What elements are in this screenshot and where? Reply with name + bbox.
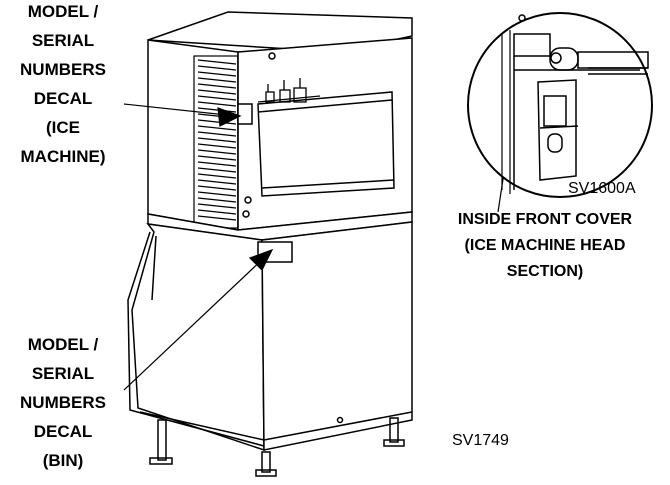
valves bbox=[257, 78, 321, 103]
detail-circle bbox=[467, 12, 653, 198]
bin-decal-label: MODEL / SERIAL NUMBERS DECAL (BIN) bbox=[4, 335, 122, 471]
ice-machine-decal-label: MODEL / SERIAL NUMBERS DECAL (ICE MACHIN… bbox=[4, 2, 122, 167]
bin-decal-line-5: (BIN) bbox=[42, 451, 84, 470]
ice-decal-line-2: SERIAL bbox=[31, 31, 95, 50]
bin-front bbox=[261, 221, 413, 451]
bin-decal-line-3: NUMBERS bbox=[20, 393, 106, 412]
legs bbox=[149, 417, 405, 477]
main-figure-code: SV1749 bbox=[452, 432, 509, 449]
ice-decal-line-6: MACHINE) bbox=[20, 147, 106, 166]
bin-decal-line-4: DECAL bbox=[33, 422, 93, 441]
inside-cover-line-2: (ICE MACHINE HEAD bbox=[464, 237, 626, 254]
bin-decal-line-1: MODEL / bbox=[27, 335, 99, 354]
inside-cover-line-3: SECTION) bbox=[506, 263, 584, 280]
ice-decal-line-3: NUMBERS bbox=[20, 60, 106, 79]
head-decal bbox=[237, 103, 253, 125]
ice-decal-line-4: DECAL bbox=[33, 89, 93, 108]
ice-decal-line-1: MODEL / bbox=[27, 2, 99, 21]
inside-cover-line-1: INSIDE FRONT COVER bbox=[457, 211, 633, 228]
evaporator bbox=[257, 91, 395, 197]
ice-decal-line-5: (ICE bbox=[46, 118, 80, 137]
inside-cover-label: INSIDE FRONT COVER (ICE MACHINE HEAD SEC… bbox=[420, 210, 670, 282]
detail-figure-code: SV1600A bbox=[568, 180, 636, 197]
bin-decal-line-2: SERIAL bbox=[31, 364, 95, 383]
